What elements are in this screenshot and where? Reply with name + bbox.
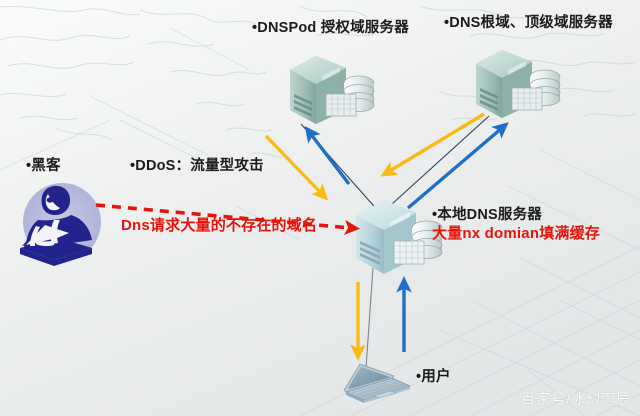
node-dns-root-icon — [476, 50, 561, 118]
label-ddos-attack: •DDoS：流量型攻击 — [130, 158, 264, 174]
label-hacker: •黑客 — [26, 158, 61, 174]
arrow-local-to-root — [406, 122, 509, 210]
arrow-hacker-to-local — [95, 203, 360, 235]
label-user: •用户 — [416, 369, 451, 385]
label-dns-flood: Dns请求大量的不存在的域名 — [121, 217, 318, 234]
label-dns-root: •DNS根域、顶级域服务器 — [444, 15, 613, 31]
local-user-line — [365, 267, 374, 369]
node-dnspod-icon — [290, 56, 375, 124]
label-local-dns-cache-note: 大量nx domian填满缓存 — [432, 225, 601, 242]
arrow-root-to-local — [380, 112, 485, 177]
node-local-dns-icon — [356, 200, 443, 274]
label-dnspod: •DNSPod 授权域服务器 — [252, 20, 409, 36]
label-local-dns: •本地DNS服务器 — [432, 207, 542, 223]
node-hacker-icon — [20, 183, 101, 266]
arrow-dnspod-to-local — [264, 134, 329, 201]
watermark: 百家号/冰幻雨辰 — [521, 391, 631, 407]
arrow-local-to-dnspod — [304, 125, 351, 186]
local-root-line — [380, 115, 490, 215]
node-user-laptop-icon — [343, 363, 412, 403]
